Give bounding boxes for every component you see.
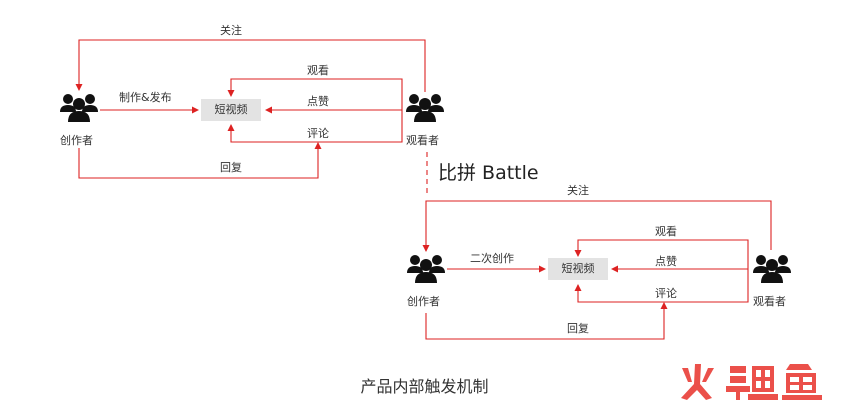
d2-follow-edge <box>422 200 772 252</box>
d2-viewer-label: 观看者 <box>753 295 786 308</box>
d1-reply-label: 回复 <box>220 161 242 174</box>
d1-comment-label: 评论 <box>307 127 329 140</box>
creator-group-icon <box>60 94 98 122</box>
d2-reply-label: 回复 <box>567 322 589 335</box>
d2-short-video-box: 短视频 <box>548 258 608 280</box>
battle-label: 比拼 Battle <box>438 162 539 184</box>
d2-view-edge <box>574 239 749 269</box>
d1-reply-edge <box>78 142 322 179</box>
d1-like-label: 点赞 <box>307 95 329 108</box>
d2-recreate-label: 二次创作 <box>470 252 514 265</box>
d1-follow-edge <box>75 39 426 92</box>
d1-follow-label: 关注 <box>220 24 242 37</box>
d2-view-label: 观看 <box>655 225 677 238</box>
d1-view-label: 观看 <box>307 64 329 77</box>
d1-publish-label: 制作&发布 <box>119 91 172 104</box>
d1-viewer-label: 观看者 <box>406 134 439 147</box>
diagram-caption: 产品内部触发机制 <box>360 377 489 396</box>
d1-creator-label: 创作者 <box>60 134 93 147</box>
creator-group-icon <box>407 255 445 283</box>
d2-follow-label: 关注 <box>567 184 589 197</box>
viewer-group-icon <box>753 255 791 283</box>
viewer-group-icon <box>406 94 444 122</box>
d2-reply-edge <box>425 302 668 340</box>
d1-view-edge <box>227 78 403 110</box>
d1-short-video-box: 短视频 <box>201 99 261 121</box>
d2-creator-label: 创作者 <box>407 295 440 308</box>
d2-like-label: 点赞 <box>655 255 677 268</box>
d2-comment-label: 评论 <box>655 287 677 300</box>
watermark-logo <box>681 364 822 400</box>
